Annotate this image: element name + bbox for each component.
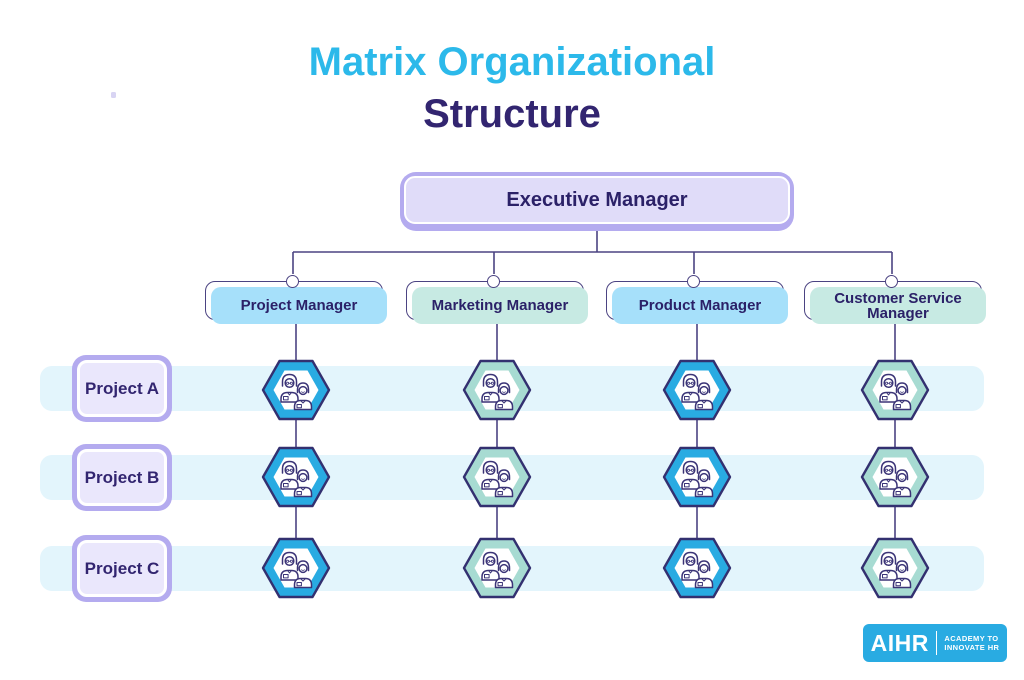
connector-node [885, 274, 898, 288]
team-members-icon [860, 537, 930, 599]
connector-node [286, 274, 299, 288]
team-members-icon [261, 537, 331, 599]
page-title: Matrix Organizational Structure [0, 36, 1024, 140]
manager-label: Product Manager [612, 287, 788, 324]
project-label: Project C [77, 540, 167, 597]
team-members-icon [860, 446, 930, 508]
aihr-logo-tagline: ACADEMY TO INNOVATE HR [944, 634, 999, 653]
manager-box-customer-service-manager: Customer Service Manager [804, 274, 986, 330]
manager-label: Project Manager [211, 287, 387, 324]
project-c-label-box: Project C [72, 535, 172, 602]
page-title-line2: Structure [423, 92, 601, 136]
project-a-label-box: Project A [72, 355, 172, 422]
page-title-line1: Matrix Organizational [308, 40, 716, 84]
team-members-icon [462, 446, 532, 508]
team-members-icon [261, 359, 331, 421]
project-b-label-box: Project B [72, 444, 172, 511]
aihr-tagline-line1: ACADEMY TO [944, 633, 999, 643]
team-members-icon [662, 359, 732, 421]
project-label: Project A [77, 360, 167, 417]
logo-divider [935, 631, 938, 655]
project-label: Project B [77, 449, 167, 506]
team-members-icon [462, 359, 532, 421]
executive-manager-box: Executive Manager [400, 172, 794, 231]
aihr-logo-brand: AIHR [870, 629, 929, 656]
aihr-logo: AIHR ACADEMY TO INNOVATE HR [863, 624, 1007, 662]
team-members-icon [462, 537, 532, 599]
connector-node [487, 274, 500, 288]
team-members-icon [662, 446, 732, 508]
stray-dot [111, 92, 116, 98]
executive-manager-label: Executive Manager [404, 176, 790, 224]
manager-box-product-manager: Product Manager [606, 274, 788, 330]
team-members-icon [662, 537, 732, 599]
aihr-tagline-line2: INNOVATE HR [944, 643, 1000, 652]
manager-label: Marketing Manager [412, 287, 588, 324]
manager-label: Customer Service Manager [810, 287, 986, 324]
team-members-icon [860, 359, 930, 421]
manager-box-project-manager: Project Manager [205, 274, 387, 330]
manager-box-marketing-manager: Marketing Manager [406, 274, 588, 330]
connector-node [687, 274, 700, 288]
team-members-icon [261, 446, 331, 508]
